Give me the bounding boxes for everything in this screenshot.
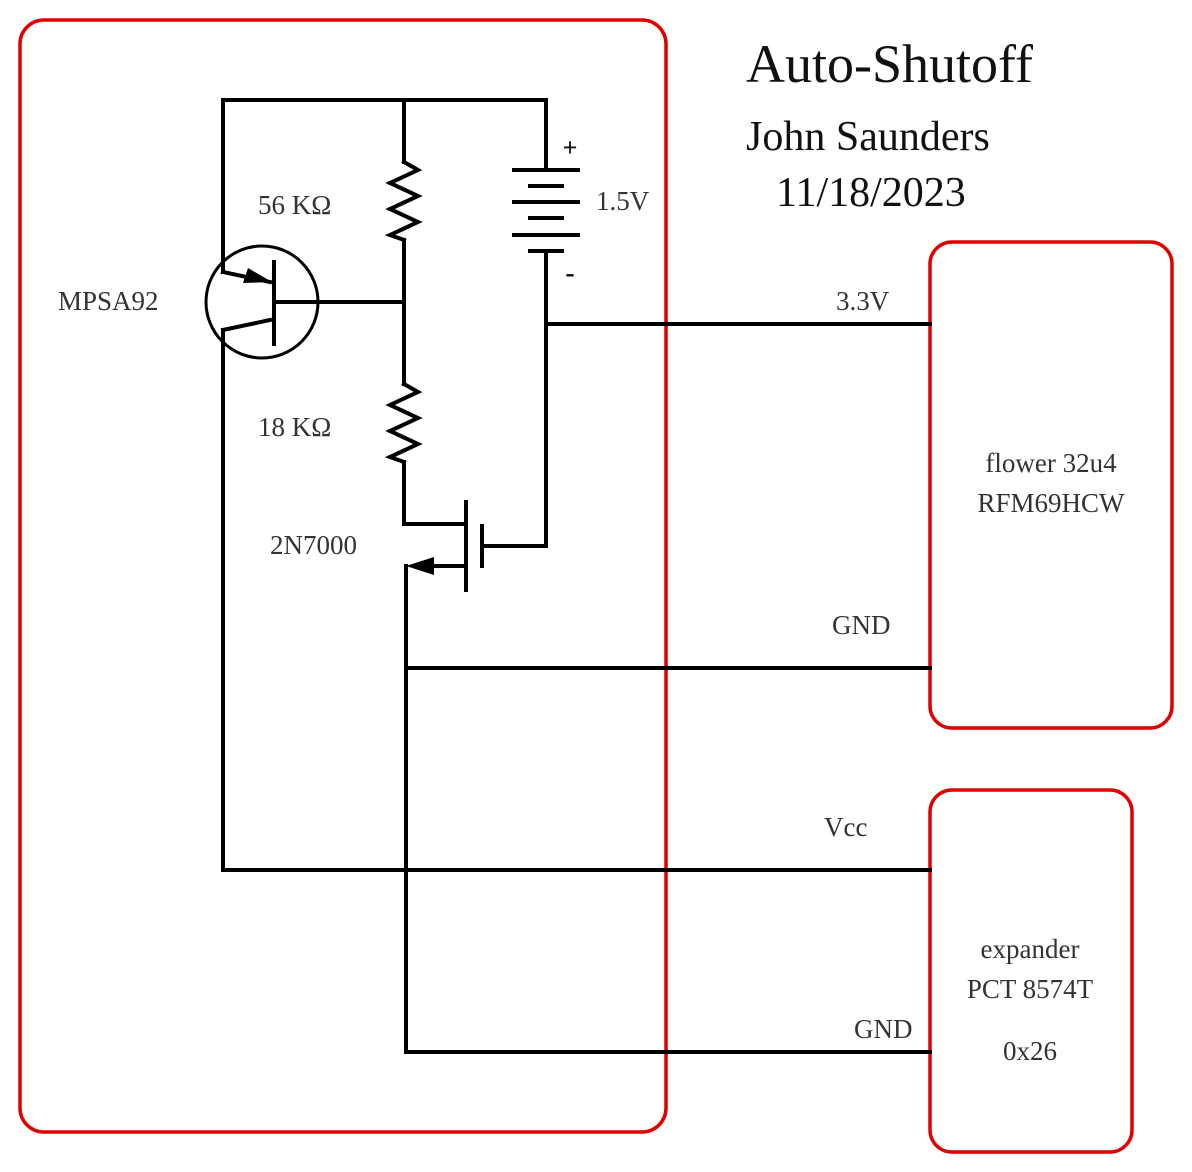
resistor-18k-symbol xyxy=(384,381,423,465)
mosfet-label: 2N7000 xyxy=(270,530,357,560)
mosfet-symbol xyxy=(406,500,484,592)
drain-wire xyxy=(402,460,468,526)
vcc-wire xyxy=(221,328,932,872)
resistor-18k-label: 18 KΩ xyxy=(258,412,331,442)
gnd-expander-wire xyxy=(404,564,932,1054)
pin-vcc-label: Vcc xyxy=(824,812,867,842)
pin-gnd-expander-label: GND xyxy=(854,1014,913,1044)
battery-plus-sign: + xyxy=(563,133,578,162)
battery-minus-sign: - xyxy=(565,258,574,289)
flower-module-radio: RFM69HCW xyxy=(977,488,1125,518)
diagram-title: Auto-Shutoff xyxy=(746,34,1033,94)
battery-voltage-label: 1.5V xyxy=(596,186,650,216)
gate-wire xyxy=(482,252,548,548)
top-rail-wire xyxy=(221,98,548,170)
author-name: John Saunders xyxy=(746,114,990,160)
battery-symbol xyxy=(512,168,580,253)
flower-module-name: flower 32u4 xyxy=(985,448,1117,478)
expander-module-name: expander xyxy=(981,934,1080,964)
pnp-transistor-symbol xyxy=(204,244,320,360)
resistor-56k-symbol xyxy=(384,159,423,243)
circuit-enclosure-box xyxy=(18,18,668,1134)
pin-gnd-flower-label: GND xyxy=(832,610,891,640)
expander-module-address: 0x26 xyxy=(1003,1036,1057,1066)
transistor-label: MPSA92 xyxy=(58,286,159,316)
diagram-date: 11/18/2023 xyxy=(776,170,966,216)
flower-module-box xyxy=(928,240,1174,730)
pin-3v3-label: 3.3V xyxy=(836,286,890,316)
wires xyxy=(221,98,932,1054)
expander-module-box xyxy=(928,788,1134,1154)
resistor-56k-label: 56 KΩ xyxy=(258,190,331,220)
expander-module-part: PCT 8574T xyxy=(967,974,1094,1004)
